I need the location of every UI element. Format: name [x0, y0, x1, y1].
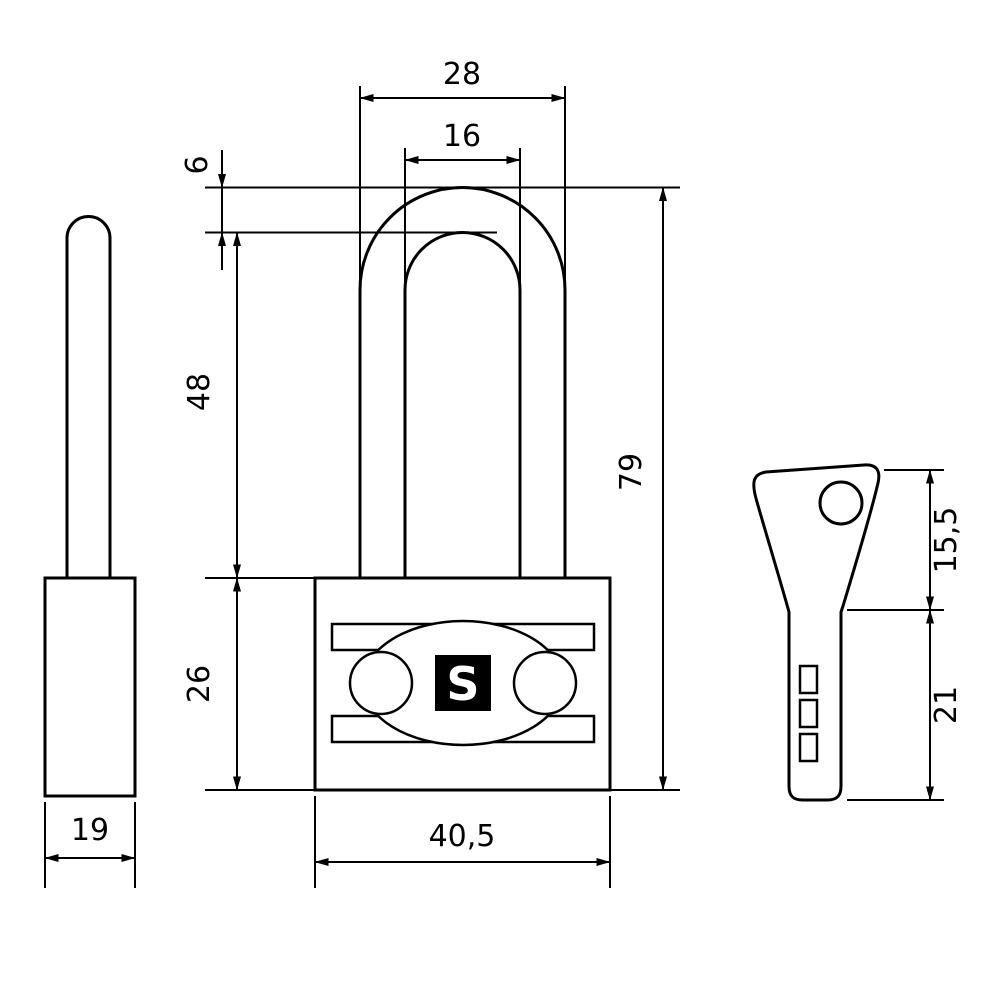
dimension-body-width: 40,5 [314, 796, 611, 888]
dimension-side-width: 19 [44, 802, 136, 888]
dim-label-shackle-inner-width: 16 [443, 119, 481, 154]
logo-square [435, 655, 491, 711]
front-dimensions: 28 16 6 48 26 [180, 57, 680, 888]
medallion-right-circle [512, 650, 578, 716]
dim-label-shackle-height: 48 [182, 373, 217, 411]
key-dimensions: 15,5 21 [847, 469, 964, 801]
dimension-shackle-inner-width: 16 [404, 119, 521, 294]
dimension-key-blade-height: 21 [847, 609, 964, 801]
key-outline [752, 463, 881, 802]
dim-label-body-height: 26 [182, 665, 217, 703]
shackle-outline [358, 186, 567, 580]
shackle-side-profile [65, 215, 112, 580]
key-notch [798, 664, 819, 695]
key-notch [798, 732, 819, 763]
logo-text: S [446, 657, 479, 711]
dim-label-shackle-thickness: 6 [180, 155, 215, 174]
dimension-overall-height: 79 [610, 187, 680, 791]
dim-label-key-head-height: 15,5 [929, 507, 964, 574]
dimension-body-height: 26 [182, 577, 315, 791]
medallion-left-circle [348, 650, 414, 716]
key-view [752, 463, 881, 802]
dim-label-shackle-outer-width: 28 [443, 57, 481, 92]
side-view: 19 [43, 215, 137, 888]
dimension-key-head-height: 15,5 [847, 469, 964, 611]
dim-label-key-blade-height: 21 [929, 686, 964, 724]
key-hole [818, 480, 864, 526]
dimension-shackle-outer-width: 28 [359, 57, 566, 294]
front-view: S [313, 186, 612, 792]
dim-label-body-width: 40,5 [429, 819, 496, 854]
dim-label-side-width: 19 [71, 813, 109, 848]
dimension-shackle-thickness: 6 [180, 150, 680, 270]
body-side-profile [43, 576, 137, 798]
dim-label-overall-height: 79 [614, 453, 649, 491]
dimension-shackle-height: 48 [182, 232, 315, 579]
key-notch [798, 698, 819, 729]
